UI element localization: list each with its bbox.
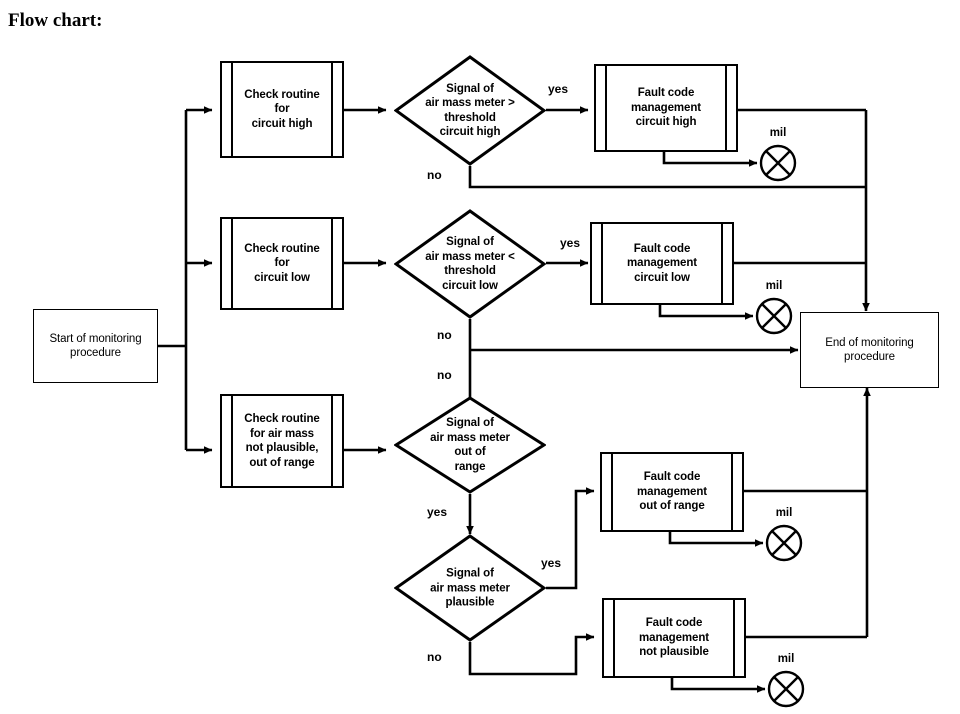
lamp-icon [767,670,805,708]
mil-label: mil [775,507,793,519]
node-end-of-monitoring[interactable]: End of monitoring procedure [800,312,939,388]
wire-faulthigh-to-mil [662,152,758,167]
node-label: Start of monitoring procedure [49,332,142,360]
wire-decisionplausible-no [468,633,595,676]
node-label: Fault code management not plausible [639,617,709,659]
mil-label: mil [765,280,783,292]
node-fault-code-not-plausible[interactable]: Fault code management not plausible [602,598,746,678]
node-label: Check routine for circuit low [244,242,320,284]
branch-label-plausible-yes: yes [541,556,562,570]
node-decision-circuit-low[interactable]: Signal of air mass meter < threshold cir… [394,209,546,319]
mil-label: mil [777,653,795,665]
node-label: Check routine for circuit high [244,88,320,130]
lamp-icon [759,144,797,182]
page-title: Flow chart: [8,10,103,31]
node-decision-out-of-range[interactable]: Signal of air mass meter out of range [394,396,546,494]
node-label: Signal of air mass meter plausible [430,567,510,609]
mil-label: mil [769,127,787,139]
node-label: Fault code management circuit high [631,87,701,129]
branch-label-range-yes: yes [427,505,448,519]
node-start-of-monitoring[interactable]: Start of monitoring procedure [33,309,158,383]
node-label: Signal of air mass meter out of range [430,417,510,473]
mil-lamp-out-of-range[interactable]: mil [764,507,804,563]
node-decision-circuit-high[interactable]: Signal of air mass meter > threshold cir… [394,55,546,166]
mil-lamp-circuit-high[interactable]: mil [758,127,798,183]
node-label: Signal of air mass meter < threshold cir… [425,236,515,292]
branch-label-low-yes: yes [560,236,581,250]
node-check-routine-air-mass[interactable]: Check routine for air mass not plausible… [220,394,344,488]
node-label: Fault code management circuit low [627,242,697,284]
node-fault-code-circuit-low[interactable]: Fault code management circuit low [590,222,734,305]
node-check-routine-circuit-low[interactable]: Check routine for circuit low [220,217,344,310]
branch-label-high-no: no [427,168,442,182]
branch-label-plausible-no: no [427,650,442,664]
node-fault-code-circuit-high[interactable]: Fault code management circuit high [594,64,738,152]
node-label: Fault code management out of range [637,471,707,513]
wire-faultrange-to-mil [668,532,764,547]
mil-lamp-circuit-low[interactable]: mil [754,280,794,336]
branch-label-low-no: no [437,328,452,342]
branch-label-high-yes: yes [548,82,569,96]
node-check-routine-circuit-high[interactable]: Check routine for circuit high [220,61,344,158]
node-decision-plausible[interactable]: Signal of air mass meter plausible [394,534,546,642]
node-fault-code-out-of-range[interactable]: Fault code management out of range [600,452,744,532]
lamp-icon [765,524,803,562]
node-label: End of monitoring procedure [825,336,914,364]
wire-faultlow-to-mil [658,305,754,320]
branch-label-range-no: no [437,368,452,382]
mil-lamp-not-plausible[interactable]: mil [766,653,806,709]
lamp-icon [755,297,793,335]
wire-decisionhigh-no [468,166,866,189]
wire-decisionplausible-yes [546,487,595,590]
node-label: Check routine for air mass not plausible… [244,413,320,469]
node-label: Signal of air mass meter > threshold cir… [425,82,515,139]
wire-faultnotplausible-to-mil [670,678,766,693]
